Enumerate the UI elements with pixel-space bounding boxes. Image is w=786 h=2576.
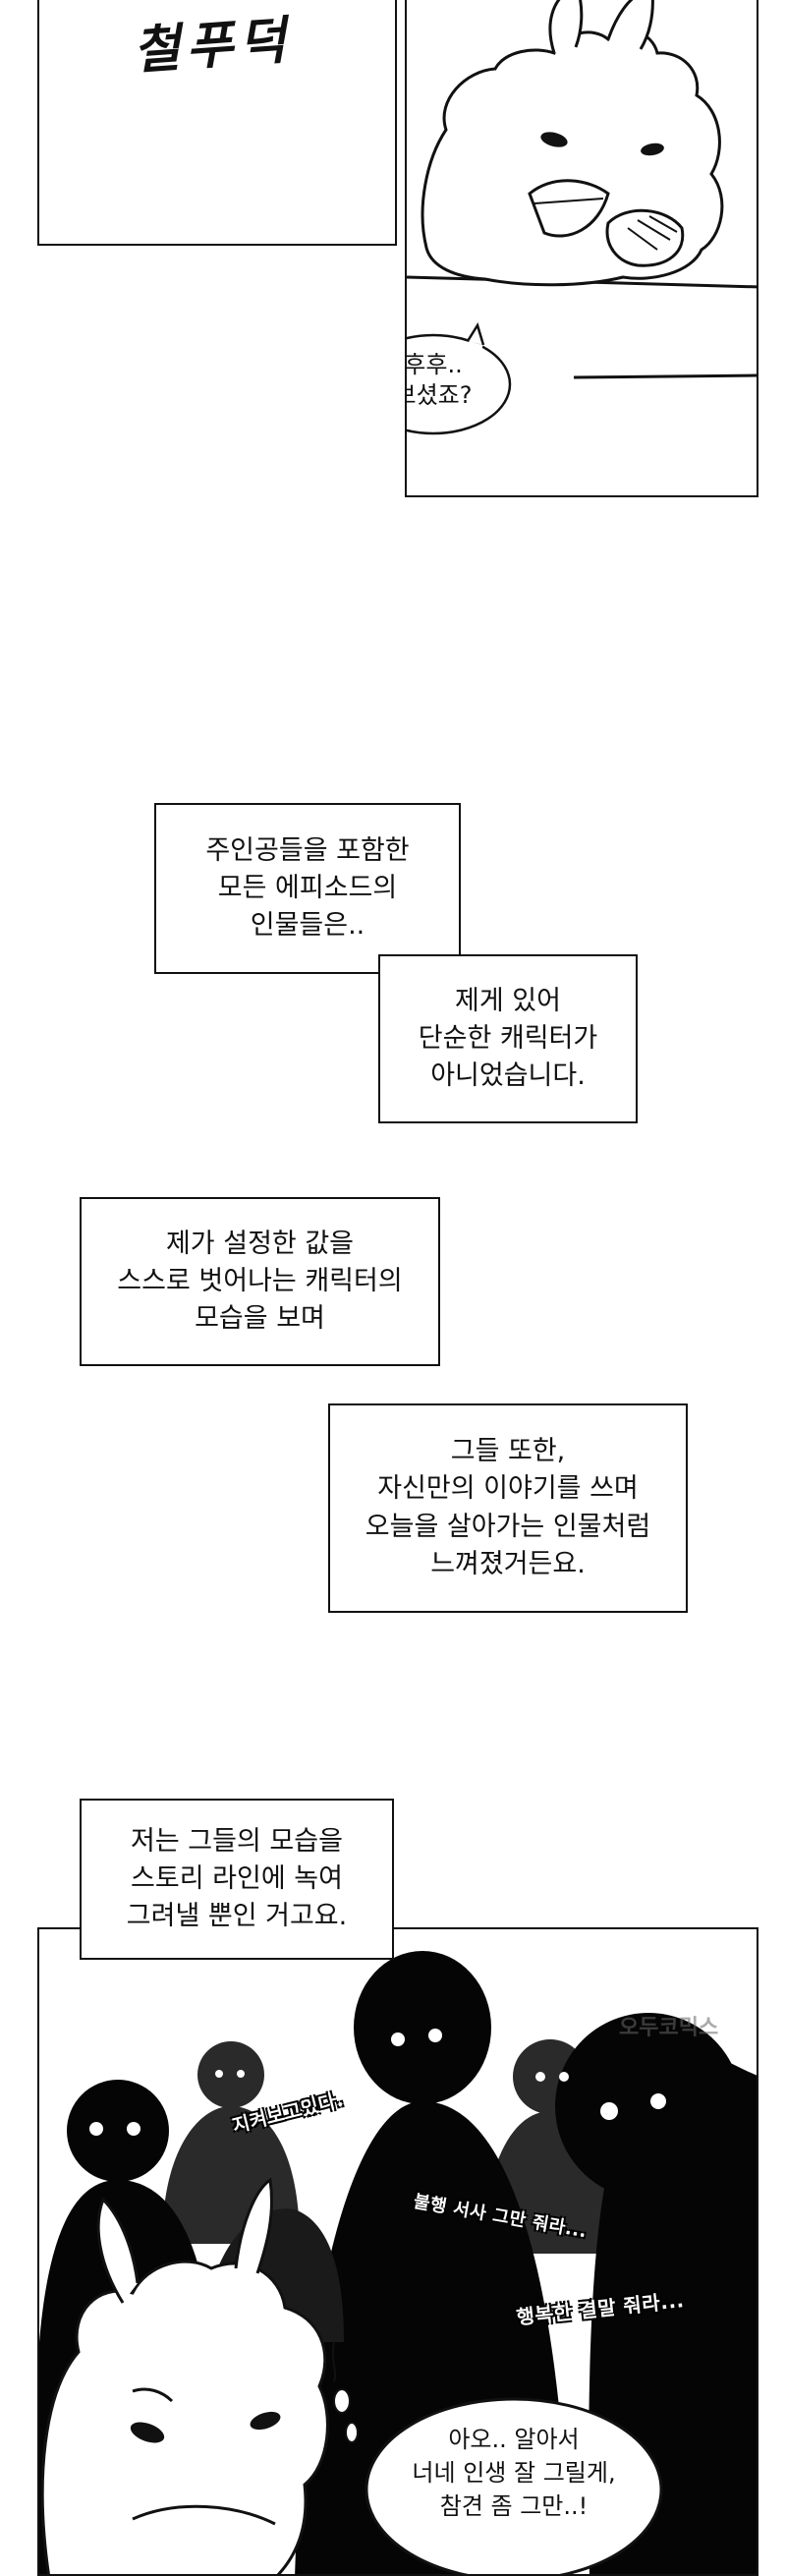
caption-line: 저는 그들의 모습을 — [131, 1825, 343, 1857]
caption-box-1: 주인공들을 포함한 모든 에피소드의 인물들은.. — [154, 803, 461, 974]
speech-bubble — [407, 321, 512, 435]
caption-line: 모든 에피소드의 — [217, 872, 398, 903]
caption-line: 스토리 라인에 녹여 — [131, 1862, 343, 1894]
caption-box-4: 그들 또한, 자신만의 이야기를 쓰며 오늘을 살아가는 인물처럼 느껴졌거든요… — [328, 1403, 688, 1613]
bubble-text: 후후.. 보셨죠? — [405, 350, 507, 411]
top-right-panel: 후후.. 보셨죠? — [405, 0, 758, 497]
bottom-panel: 지켜보고있다. 불행 서사 그만 줘라... 행복한 결말 줘라... 아오..… — [37, 1927, 758, 2576]
handwritten-sfx: 철푸덕 — [131, 10, 294, 82]
alpaca-illustration — [407, 0, 757, 379]
caption-line: 제게 있어 — [455, 985, 561, 1016]
caption-line: 아니었습니다. — [430, 1060, 586, 1092]
top-left-panel: 철푸덕 — [37, 0, 397, 246]
bubble-text: 아오.. 알아서 너네 인생 잘 그릴게, 참견 좀 그만..! — [393, 2423, 635, 2523]
bubble-line: 후후.. — [405, 351, 463, 378]
caption-box-3: 제가 설정한 값을 스스로 벗어나는 캐릭터의 모습을 보며 — [80, 1197, 440, 1366]
caption-line: 느껴졌거든요. — [430, 1548, 586, 1579]
caption-box-2: 제게 있어 단순한 캐릭터가 아니었습니다. — [378, 954, 638, 1123]
bubble-line: 아오.. 알아서 — [448, 2426, 580, 2453]
caption-line: 오늘을 살아가는 인물처럼 — [365, 1511, 651, 1542]
caption-line: 자신만의 이야기를 쓰며 — [377, 1473, 639, 1505]
caption-line: 인물들은.. — [250, 910, 365, 942]
caption-line: 모습을 보며 — [195, 1303, 325, 1335]
caption-line: 단순한 캐릭터가 — [418, 1022, 598, 1054]
caption-box-5: 저는 그들의 모습을 스토리 라인에 녹여 그려낼 뿐인 거고요. — [80, 1799, 394, 1960]
caption-line: 그들 또한, — [450, 1435, 566, 1466]
caption-line: 주인공들을 포함한 — [205, 834, 410, 866]
caption-line: 제가 설정한 값을 — [165, 1228, 355, 1259]
bubble-line: 너네 인생 잘 그릴게, — [412, 2459, 616, 2488]
watermark: 오두코믹스 — [619, 2016, 719, 2040]
caption-line: 그려낼 뿐인 거고요. — [126, 1901, 348, 1932]
bubble-line: 보셨죠? — [407, 381, 473, 410]
crowd-illustration — [39, 1951, 757, 2574]
bubble-line: 참견 좀 그만..! — [439, 2492, 589, 2521]
caption-line: 스스로 벗어나는 캐릭터의 — [117, 1265, 403, 1296]
